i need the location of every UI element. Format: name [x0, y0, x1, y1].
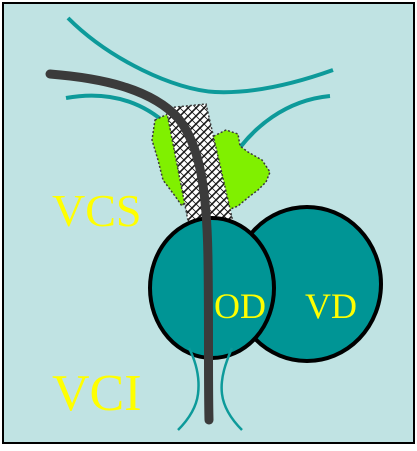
od-label: OD — [214, 286, 266, 326]
vcs-label: VCS — [52, 185, 141, 236]
vci-label: VCI — [52, 365, 142, 422]
vd-label: VD — [305, 286, 357, 326]
